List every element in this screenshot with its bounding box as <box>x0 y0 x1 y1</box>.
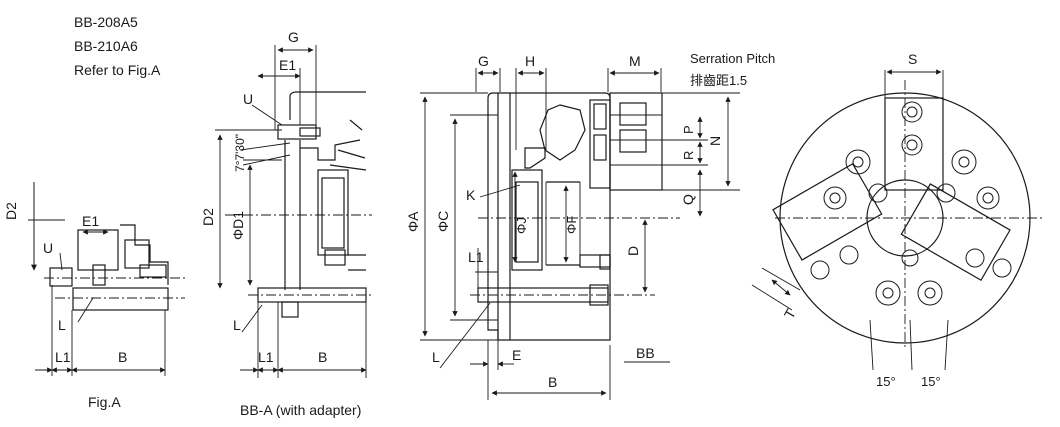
main-l1-label: L1 <box>468 249 484 265</box>
bb-a-u-label: U <box>243 91 253 107</box>
main-c-label: ΦC <box>435 211 451 232</box>
main-a-label: ΦA <box>405 211 421 232</box>
bb-a-b-label: B <box>318 349 327 365</box>
bb-a-d1-label: ΦD1 <box>230 211 246 240</box>
fig-a-l1-label: L1 <box>55 349 71 365</box>
bb-a-view <box>215 45 372 378</box>
bb-a-g-label: G <box>288 29 299 45</box>
fig-a-e1-label: E1 <box>82 213 99 229</box>
main-n-label: N <box>707 136 723 146</box>
main-b-label: B <box>548 374 557 390</box>
front-s-label: S <box>908 51 917 67</box>
main-m-label: M <box>629 53 641 69</box>
bb-a-d2-label: D2 <box>200 208 216 226</box>
main-r-label: R <box>681 151 696 160</box>
fig-a-caption: Fig.A <box>88 394 121 410</box>
main-g-label: G <box>478 53 489 69</box>
bb-a-l-label: L <box>233 317 241 333</box>
fig-a-u-label: U <box>43 240 53 256</box>
main-f-label: ΦF <box>564 216 579 234</box>
bb-a-angle-label: 7°7'30" <box>233 134 247 172</box>
main-bb-label: BB <box>636 345 655 361</box>
main-d-label: D <box>625 246 641 256</box>
fig-a-view <box>28 182 185 376</box>
model-label-210: BB-210A6 <box>74 38 138 54</box>
main-q-label: Q <box>680 194 696 205</box>
main-section-view <box>420 68 740 400</box>
refer-fig-a-note: Refer to Fig.A <box>74 62 161 78</box>
bb-a-l1-label: L1 <box>258 349 274 365</box>
main-j-label: ΦJ <box>514 217 529 234</box>
main-p-label: P <box>681 125 696 134</box>
bb-a-caption: BB-A (with adapter) <box>240 402 362 418</box>
fig-a-l-label: L <box>58 317 66 333</box>
front-15deg-left-label: 15° <box>876 374 896 389</box>
main-e-label: E <box>512 347 521 363</box>
serration-pitch-label: Serration Pitch <box>690 51 776 66</box>
main-h-label: H <box>525 53 535 69</box>
main-k-label: K <box>466 187 476 203</box>
fig-a-b-label: B <box>118 349 127 365</box>
model-label-208: BB-208A5 <box>74 14 138 30</box>
front-t-label: T <box>781 306 799 322</box>
serration-pitch-cn-label: 排齒距1.5 <box>690 73 748 88</box>
bb-a-e1-label: E1 <box>279 57 296 73</box>
fig-a-d2-label: D2 <box>3 202 19 220</box>
front-view <box>751 69 1045 371</box>
main-l-label: L <box>432 349 440 365</box>
front-15deg-right-label: 15° <box>921 374 941 389</box>
